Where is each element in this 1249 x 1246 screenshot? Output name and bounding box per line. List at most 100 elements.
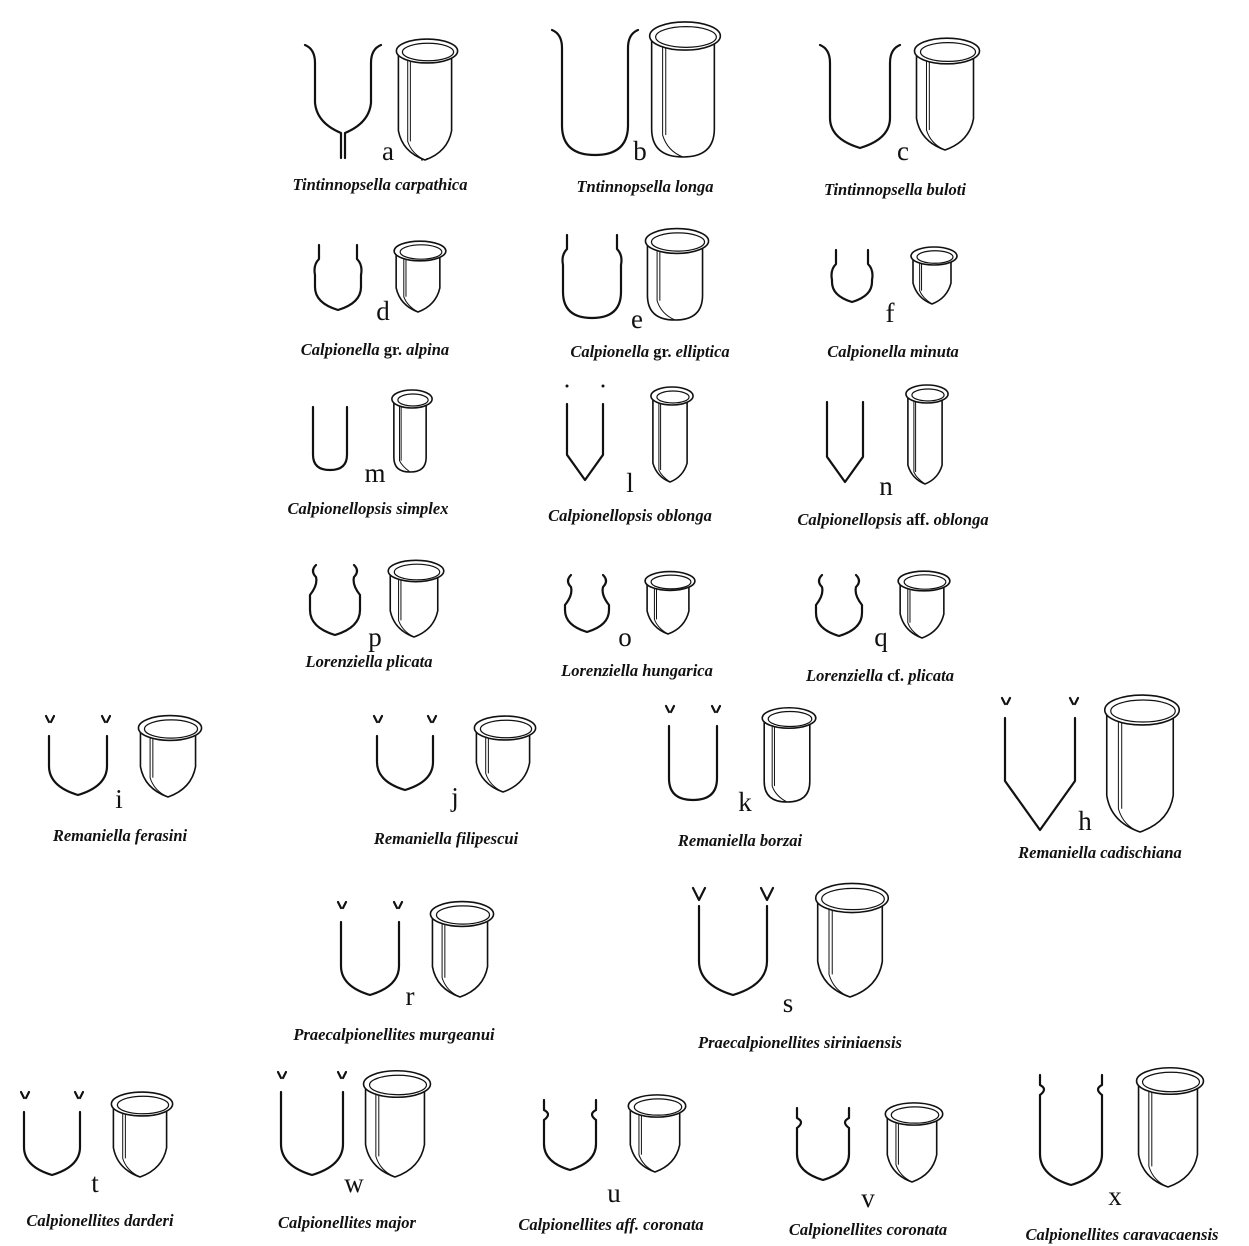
specimen-letter: h bbox=[1078, 806, 1092, 836]
specimen-letter: t bbox=[91, 1168, 99, 1198]
specimen-letter: w bbox=[344, 1168, 364, 1198]
perspective-view-o bbox=[645, 572, 695, 634]
species-caption: Tntinnopsella longa bbox=[576, 177, 713, 196]
perspective-view-i bbox=[138, 716, 201, 797]
perspective-view-h bbox=[1105, 695, 1180, 832]
specimen-letter: s bbox=[783, 988, 794, 1018]
specimen-letter: p bbox=[368, 622, 382, 652]
specimen-letter: x bbox=[1108, 1181, 1122, 1211]
specimen-letter: f bbox=[886, 298, 895, 328]
specimen-letter: u bbox=[607, 1178, 621, 1208]
specimen-letter: r bbox=[406, 981, 415, 1011]
specimen-letter: c bbox=[897, 136, 909, 166]
species-caption: Calpionella gr. alpina bbox=[301, 340, 449, 359]
specimen-letter: i bbox=[115, 784, 123, 814]
species-caption: Calpionellopsis simplex bbox=[288, 499, 449, 518]
species-caption: Praecalpionellites murgeanui bbox=[292, 1025, 495, 1044]
species-caption: Calpionellites caravacaensis bbox=[1026, 1225, 1219, 1244]
species-caption: Praecalpionellites siriniaensis bbox=[697, 1033, 902, 1052]
cross-section-m bbox=[313, 407, 347, 470]
species-caption: Remaniella borzai bbox=[677, 831, 803, 850]
species-caption: Calpionellopsis oblonga bbox=[548, 506, 712, 525]
perspective-view-a bbox=[396, 39, 457, 160]
cross-section-h bbox=[1005, 718, 1075, 830]
cross-section-r bbox=[341, 922, 399, 995]
cross-section-v bbox=[797, 1108, 849, 1180]
species-caption: Calpionellites aff. coronata bbox=[518, 1215, 703, 1234]
perspective-view-v bbox=[885, 1103, 942, 1182]
perspective-view-x bbox=[1137, 1068, 1204, 1187]
cross-section-n bbox=[827, 402, 863, 482]
cross-section-p bbox=[310, 565, 360, 635]
cross-section-s bbox=[699, 906, 767, 995]
species-caption: Calpionellites darderi bbox=[26, 1211, 174, 1230]
species-caption: Remaniella filipescui bbox=[373, 829, 519, 848]
perspective-view-q bbox=[898, 571, 950, 638]
perspective-view-u bbox=[628, 1095, 685, 1172]
cross-section-c bbox=[820, 45, 900, 148]
cross-section-d bbox=[315, 245, 362, 310]
perspective-view-t bbox=[111, 1092, 172, 1177]
species-caption: Calpionella gr. elliptica bbox=[570, 342, 729, 361]
cross-section-q bbox=[816, 575, 862, 636]
cross-section-u bbox=[544, 1100, 596, 1170]
perspective-view-c bbox=[915, 38, 980, 150]
specimen-letter: v bbox=[861, 1183, 875, 1213]
species-caption: Remaniella ferasini bbox=[52, 826, 188, 845]
perspective-view-b bbox=[650, 22, 721, 157]
species-caption: Lorenziella plicata bbox=[305, 652, 433, 671]
perspective-view-m bbox=[392, 390, 432, 472]
species-caption: Calpionellopsis aff. oblonga bbox=[797, 510, 988, 529]
species-caption: Calpionella minuta bbox=[827, 342, 959, 361]
specimen-letter: k bbox=[738, 787, 752, 817]
species-caption: Remaniella cadischiana bbox=[1017, 843, 1182, 862]
perspective-view-s bbox=[816, 883, 889, 997]
cross-section-w bbox=[281, 1092, 343, 1175]
cross-section-i bbox=[49, 736, 107, 795]
specimen-letter: e bbox=[631, 304, 643, 334]
perspective-view-k bbox=[762, 708, 816, 802]
cross-section-b bbox=[552, 30, 638, 155]
perspective-view-d bbox=[394, 241, 446, 312]
cross-section-o bbox=[565, 575, 609, 632]
cross-section-l bbox=[567, 404, 603, 480]
specimen-letter: j bbox=[450, 782, 459, 812]
species-caption: Tintinnopsella carpathica bbox=[293, 175, 468, 194]
cross-section-f bbox=[832, 250, 873, 302]
cross-section-t bbox=[24, 1112, 80, 1175]
specimen-letter: q bbox=[874, 622, 888, 652]
specimen-letter: m bbox=[364, 458, 385, 488]
species-caption: Lorenziella hungarica bbox=[560, 661, 713, 680]
species-caption: Lorenziella cf. plicata bbox=[805, 666, 954, 685]
perspective-view-p bbox=[388, 560, 444, 637]
cross-section-e bbox=[563, 235, 622, 318]
cross-section-a bbox=[305, 45, 381, 158]
species-caption: Tintinnopsella buloti bbox=[824, 180, 966, 199]
perspective-view-l bbox=[651, 387, 693, 482]
specimen-letter: l bbox=[626, 468, 634, 498]
perspective-view-j bbox=[474, 716, 535, 792]
perspective-view-f bbox=[911, 247, 957, 304]
specimen-letter: o bbox=[618, 622, 632, 652]
perspective-view-r bbox=[430, 902, 493, 997]
specimen-letter: d bbox=[376, 296, 390, 326]
cross-section-k bbox=[669, 726, 717, 800]
species-caption: Calpionellites coronata bbox=[789, 1220, 947, 1239]
